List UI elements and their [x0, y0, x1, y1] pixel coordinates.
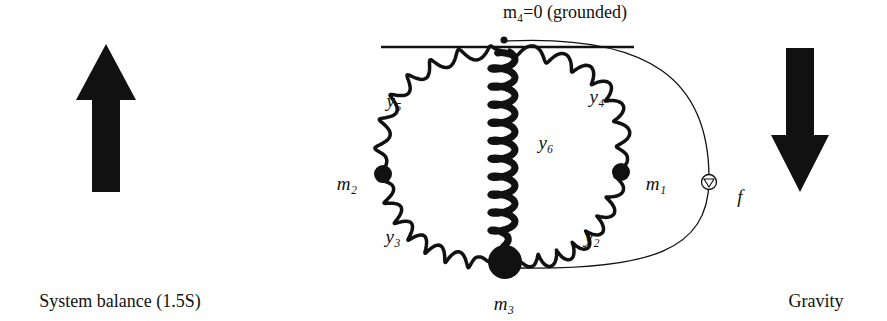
- arrow-caption: System balance (1.5S): [39, 292, 200, 312]
- spring-coil: [491, 50, 515, 248]
- sensor-wire: [505, 40, 709, 268]
- spring-coil: [520, 172, 624, 267]
- meter-symbol: [704, 179, 714, 187]
- mass-dot: [488, 245, 522, 279]
- spring-coil: [379, 174, 490, 268]
- spring-label: y₂: [584, 227, 599, 248]
- meter-symbol: [702, 175, 717, 190]
- grounded-node-label: m₄=0 (grounded): [503, 3, 627, 23]
- spring-label: y₃: [385, 227, 400, 248]
- spring-label: y₄: [589, 87, 604, 108]
- spring-coil: [508, 46, 630, 172]
- down-arrow: [771, 48, 829, 192]
- spring-label: y₅: [386, 91, 401, 112]
- up-arrow: [76, 44, 136, 192]
- spring-label: y₆: [538, 133, 553, 154]
- mass-dot: [374, 165, 392, 183]
- arrow-caption: Gravity: [789, 292, 844, 312]
- spring-coils: [375, 46, 630, 268]
- mass-label: m₁: [646, 174, 666, 195]
- ground-line: [381, 46, 634, 49]
- spring-coil: [375, 46, 500, 174]
- ground-node: [501, 37, 508, 44]
- mass-label: m₂: [337, 174, 357, 195]
- mass-label: m₃: [494, 294, 514, 315]
- mass-dot: [612, 163, 630, 181]
- meter-label: f: [737, 187, 742, 208]
